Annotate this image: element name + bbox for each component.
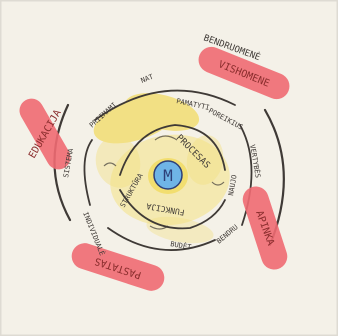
core: M [148, 158, 188, 194]
center-mark: M [163, 166, 173, 185]
